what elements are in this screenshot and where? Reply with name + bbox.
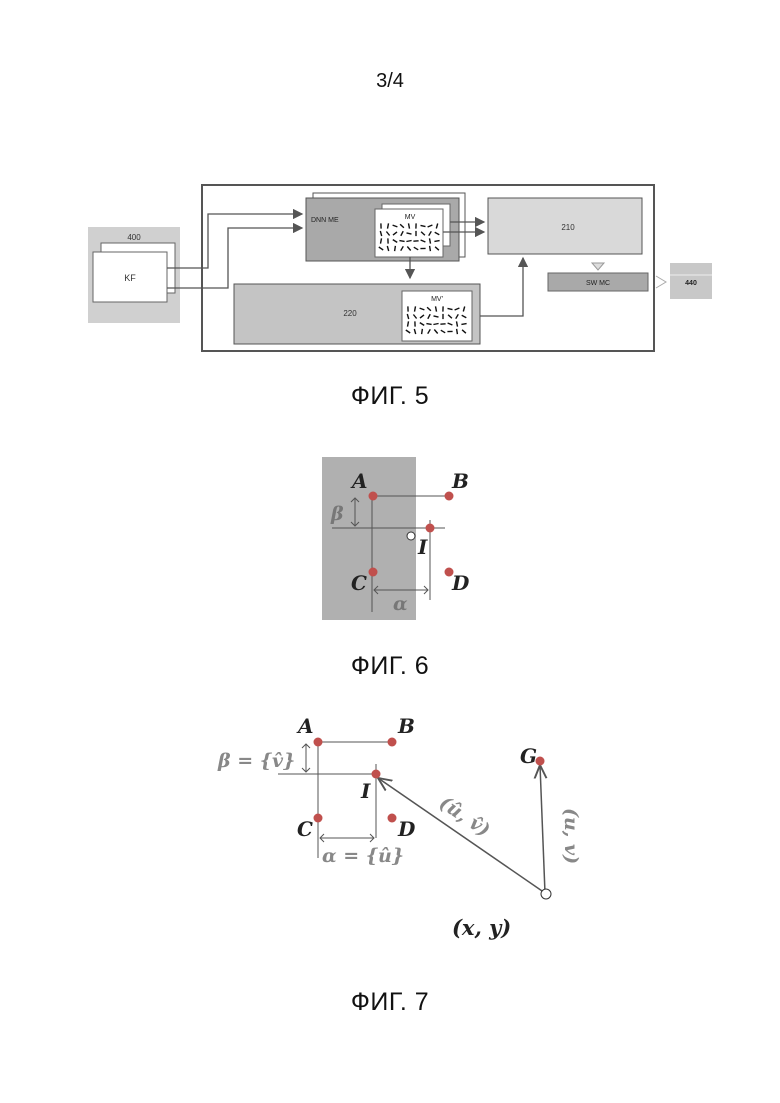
fig7-alpha-marker xyxy=(320,834,374,842)
fig7-origin-point xyxy=(541,889,551,899)
figure-7-caption: ФИГ. 7 xyxy=(0,988,780,1017)
fig7-label-g: G xyxy=(520,744,537,768)
fig7-dot-i xyxy=(372,770,381,779)
fig7-label-vector-2: (u, v) xyxy=(560,808,582,864)
fig7-label-c: C xyxy=(297,817,313,841)
fig7-label-i: I xyxy=(360,779,371,803)
fig7-label-origin: (x, y) xyxy=(452,915,511,940)
fig7-dot-a xyxy=(314,738,323,747)
fig7-label-d: D xyxy=(397,817,416,841)
fig7-label-beta: β = {v̂} xyxy=(217,750,295,772)
fig7-label-b: B xyxy=(397,714,415,738)
fig7-label-alpha: α = {û} xyxy=(322,845,404,867)
fig7-motion-vector xyxy=(540,765,545,893)
fig7-dot-b xyxy=(388,738,397,747)
fig7-beta-marker xyxy=(302,744,310,772)
fig7-label-vector: (û, v̂) xyxy=(435,792,494,842)
fig7-dot-d xyxy=(388,814,397,823)
fig7-dot-c xyxy=(314,814,323,823)
fig7-label-a: A xyxy=(296,714,314,738)
